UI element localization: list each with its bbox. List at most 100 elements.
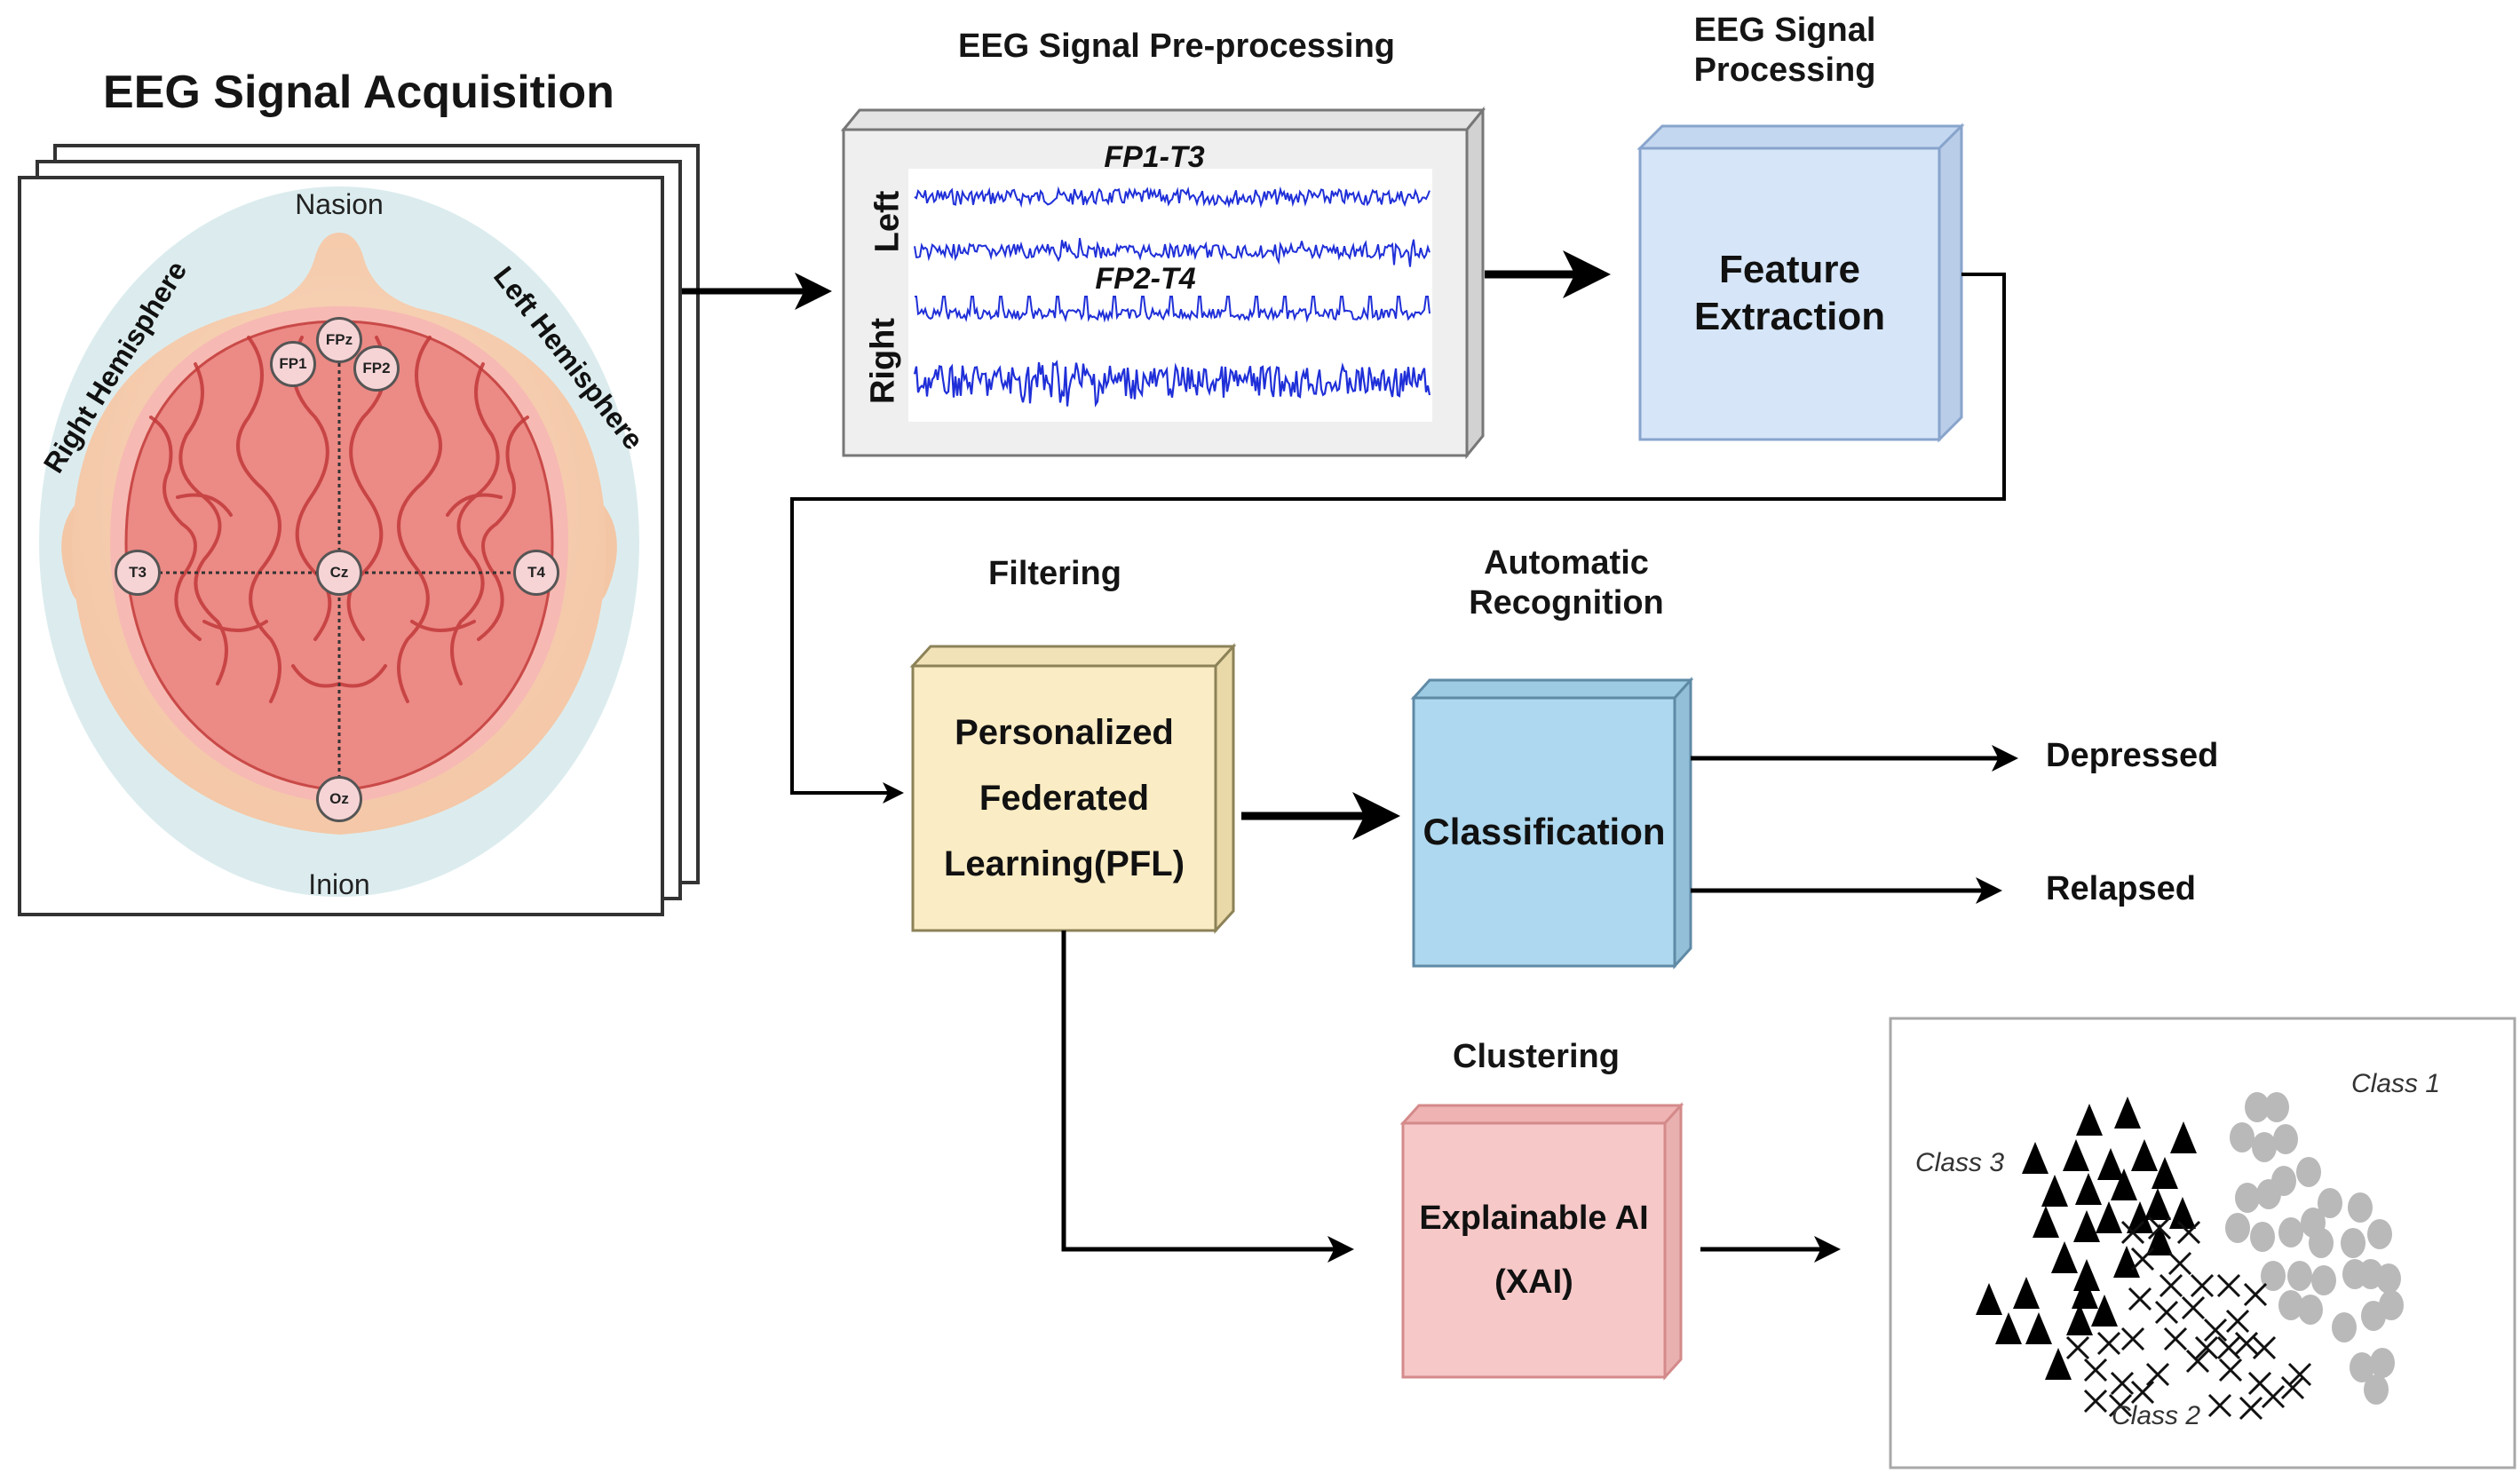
- class-2-point: [2065, 1335, 2090, 1360]
- connectors: [682, 250, 2018, 1263]
- class-1-point: [2367, 1219, 2392, 1249]
- class-3-point: [2111, 1168, 2137, 1200]
- pfl-line2: Federated: [979, 779, 1150, 818]
- preprocessing-title: EEG Signal Pre-processing: [957, 28, 1396, 65]
- class-1-point: [2252, 1132, 2277, 1162]
- class-2-point: [2280, 1375, 2305, 1400]
- classification-box-front: [1412, 696, 1676, 968]
- class-2-point: [2167, 1251, 2192, 1276]
- class-2-point: [2108, 1393, 2133, 1418]
- xai-line2: (XAI): [1494, 1263, 1573, 1301]
- class-2-point: [2216, 1335, 2241, 1360]
- xai-box-top: [1399, 1104, 1684, 1125]
- class-3-point: [2066, 1303, 2093, 1335]
- output-depressed: Depressed: [2046, 737, 2219, 774]
- pfl-box-side: [1214, 643, 1235, 934]
- feature-extraction-box: [1636, 123, 1965, 443]
- electrode-t4: T4: [513, 550, 559, 596]
- class-2-point: [2096, 1331, 2121, 1356]
- inion-label: Inion: [308, 868, 370, 900]
- class-1-point: [2225, 1213, 2250, 1243]
- electrode-oz: Oz: [316, 776, 362, 822]
- class-1-point: [2370, 1348, 2395, 1378]
- class-2-point: [2203, 1318, 2228, 1342]
- acquisition-title: EEG Signal Acquisition: [103, 67, 614, 118]
- pfl-label[interactable]: Personalized Federated Learning(PFL): [913, 666, 1216, 931]
- eeg-plot-area: [908, 169, 1432, 422]
- class-2-point: [2120, 1220, 2145, 1245]
- xai-line1: Explainable AI: [1419, 1199, 1649, 1237]
- pfl-box-front: [911, 664, 1217, 932]
- class-2-point: [2154, 1300, 2179, 1325]
- class-1-point: [2273, 1124, 2298, 1154]
- class-2-point: [2185, 1349, 2210, 1374]
- class-1-point: [2309, 1228, 2334, 1258]
- class-1-point: [2296, 1157, 2321, 1187]
- feature-box-top: [1636, 124, 1965, 150]
- class-3-point: [2091, 1295, 2118, 1327]
- class-1-point: [2264, 1092, 2289, 1122]
- class-2-point: [2130, 1247, 2155, 1271]
- pfl-box: [909, 643, 1237, 934]
- class-1-point: [2332, 1312, 2357, 1342]
- classification-label[interactable]: Classification: [1422, 810, 1666, 852]
- pfl-box-top: [909, 645, 1237, 668]
- xai-box-side: [1663, 1102, 1683, 1381]
- class-1-point: [2379, 1290, 2404, 1320]
- class-3-point: [2097, 1148, 2124, 1180]
- connector-feature-to-pfl: [790, 273, 2006, 804]
- recognition-title: Automatic Recognition: [1433, 543, 1700, 623]
- class-1-point: [2318, 1188, 2342, 1218]
- processing-title: EEG Signal Processing: [1652, 11, 1918, 91]
- recognition-title-line2: Recognition: [1469, 583, 1664, 622]
- class-3-point: [1976, 1283, 2002, 1315]
- class-3-point: [2033, 1206, 2059, 1238]
- feature-box-side: [1938, 123, 1963, 443]
- connector-pfl-to-xai: [1061, 931, 1354, 1263]
- feature-extraction-line1: Feature: [1719, 248, 1860, 292]
- preprocessing-box-top: [840, 108, 1486, 131]
- class-3-point: [2022, 1142, 2048, 1174]
- class-3-point: [2063, 1139, 2089, 1171]
- output-relapsed: Relapsed: [2046, 870, 2196, 907]
- class-3-point: [2072, 1277, 2098, 1309]
- class-2-point: [2181, 1295, 2206, 1320]
- xai-label[interactable]: Explainable AI (XAI): [1403, 1123, 1665, 1377]
- electrode-fp1: FP1: [270, 341, 316, 387]
- cluster-plot-frame: [1889, 1017, 2516, 1469]
- brain-gyri: [149, 336, 529, 703]
- class-3-point: [2169, 1197, 2196, 1229]
- class-1-point: [2298, 1295, 2323, 1325]
- class-3-point: [2051, 1241, 2078, 1273]
- right-side-label: Right: [864, 317, 902, 405]
- class-2-point: [2145, 1362, 2170, 1387]
- channel-label-fp2-t4: FP2-T4: [1095, 262, 1196, 296]
- class-2-point: [2287, 1362, 2312, 1387]
- class-1-point: [2350, 1352, 2374, 1382]
- class-3-point: [2073, 1259, 2100, 1291]
- class-2-point: [2128, 1287, 2152, 1311]
- class-2-point: [2120, 1327, 2145, 1351]
- eeg-traces: [913, 186, 1431, 408]
- class-1-point: [2250, 1222, 2275, 1252]
- nasion-label: Nasion: [295, 188, 384, 220]
- class-2-point: [2207, 1393, 2232, 1418]
- class-3-point: [2096, 1201, 2122, 1233]
- class-2-point: [2239, 1396, 2263, 1421]
- class-2-point: [2110, 1371, 2135, 1396]
- feature-extraction-label[interactable]: Feature Extraction: [1640, 148, 1939, 440]
- clustering-title: Clustering: [1453, 1038, 1620, 1075]
- filtering-title: Filtering: [988, 555, 1121, 592]
- class-1-point: [2278, 1217, 2303, 1247]
- preprocessing-box: [840, 106, 1486, 460]
- class-3-point: [2075, 1173, 2102, 1205]
- xai-box-front: [1401, 1121, 1667, 1379]
- class-2-label: Class 2: [2112, 1401, 2201, 1430]
- class-3-point: [2041, 1175, 2068, 1207]
- eeg-trace-3: [915, 296, 1430, 323]
- cluster-points: [1976, 1092, 2404, 1421]
- class-3-point: [2073, 1210, 2100, 1242]
- class-3-point: [2127, 1201, 2153, 1233]
- class-2-point: [2190, 1273, 2215, 1298]
